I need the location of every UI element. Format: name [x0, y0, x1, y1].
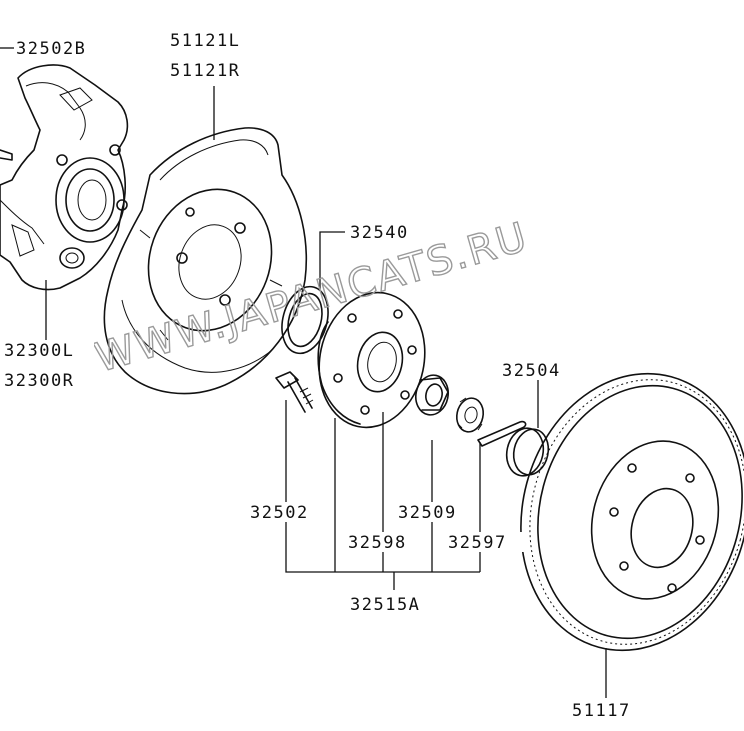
- lock-nut[interactable]: [454, 396, 487, 435]
- leader-lines: [0, 47, 607, 698]
- label-32300L[interactable]: 32300L: [4, 341, 74, 361]
- label-32540[interactable]: 32540: [350, 223, 409, 243]
- label-32300R[interactable]: 32300R: [4, 371, 74, 391]
- dust-shield[interactable]: [103, 127, 308, 395]
- label-32504[interactable]: 32504: [502, 361, 561, 381]
- label-32515A[interactable]: 32515A: [350, 595, 420, 615]
- label-32597[interactable]: 32597: [448, 533, 507, 553]
- steering-knuckle[interactable]: [0, 64, 129, 291]
- wheel-hub[interactable]: [307, 283, 437, 438]
- watermark: WWW.JAPANCATS.RU: [90, 214, 533, 382]
- label-51121L[interactable]: 51121L: [170, 31, 240, 51]
- part-labels: 32502B 51121L 51121R 32540 32300L 32300R…: [2, 30, 650, 721]
- label-32509[interactable]: 32509: [398, 503, 457, 523]
- hub-bolt[interactable]: [275, 371, 314, 413]
- label-32502B[interactable]: 32502B: [16, 39, 86, 59]
- brake-disc[interactable]: [491, 348, 744, 676]
- cotter-pin[interactable]: [477, 420, 527, 447]
- label-51117[interactable]: 51117: [572, 701, 631, 721]
- hub-cap[interactable]: [502, 425, 552, 479]
- label-32502[interactable]: 32502: [250, 503, 309, 523]
- bearing-nut[interactable]: [412, 372, 452, 418]
- label-32598[interactable]: 32598: [348, 533, 407, 553]
- label-51121R[interactable]: 51121R: [170, 61, 240, 81]
